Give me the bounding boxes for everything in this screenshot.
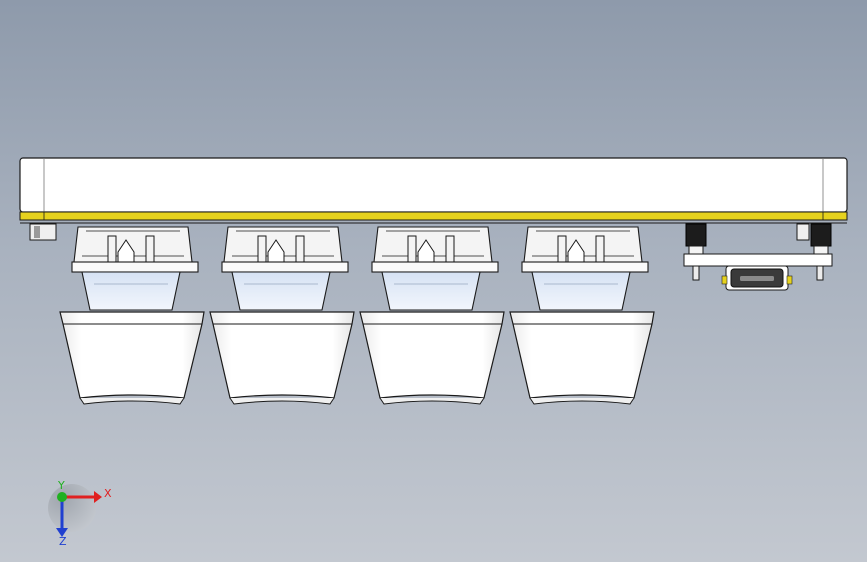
key-switch-unit[interactable] [509, 226, 655, 405]
switch-row [59, 226, 655, 405]
switch-housing [223, 226, 343, 271]
standoff-icon [810, 223, 832, 281]
usb-connector-icon[interactable] [721, 265, 793, 291]
switch-stem [231, 271, 331, 311]
case-body[interactable] [19, 157, 848, 213]
y-axis-label: Y [57, 479, 65, 492]
case[interactable] [19, 157, 848, 224]
controller-board[interactable] [683, 223, 833, 291]
key-switch-unit[interactable] [59, 226, 205, 405]
z-axis-label: Z [59, 535, 67, 548]
key-switch-unit[interactable] [359, 226, 505, 405]
switch-stem [81, 271, 181, 311]
switch-flange [221, 261, 349, 273]
switch-housing [73, 226, 193, 271]
z-axis-arrowhead [56, 528, 68, 537]
switch-flange [71, 261, 199, 273]
switch-flange [521, 261, 649, 273]
switch-flange [371, 261, 499, 273]
x-axis-label: X [104, 487, 112, 500]
y-axis-dot [57, 492, 67, 502]
keycap[interactable] [209, 311, 355, 405]
left-standoff[interactable] [29, 223, 57, 241]
standoff-icon [685, 223, 707, 281]
x-axis-arrowhead [94, 491, 102, 503]
orientation-triad[interactable]: X Y Z [48, 479, 112, 548]
keycap[interactable] [509, 311, 655, 405]
key-switch-unit[interactable] [209, 226, 355, 405]
pcb-stripe [19, 211, 848, 221]
switch-stem [381, 271, 481, 311]
keycap[interactable] [59, 311, 205, 405]
controller-pcb [683, 253, 833, 267]
keycap[interactable] [359, 311, 505, 405]
triad-sphere [48, 484, 96, 532]
switch-stem [531, 271, 631, 311]
